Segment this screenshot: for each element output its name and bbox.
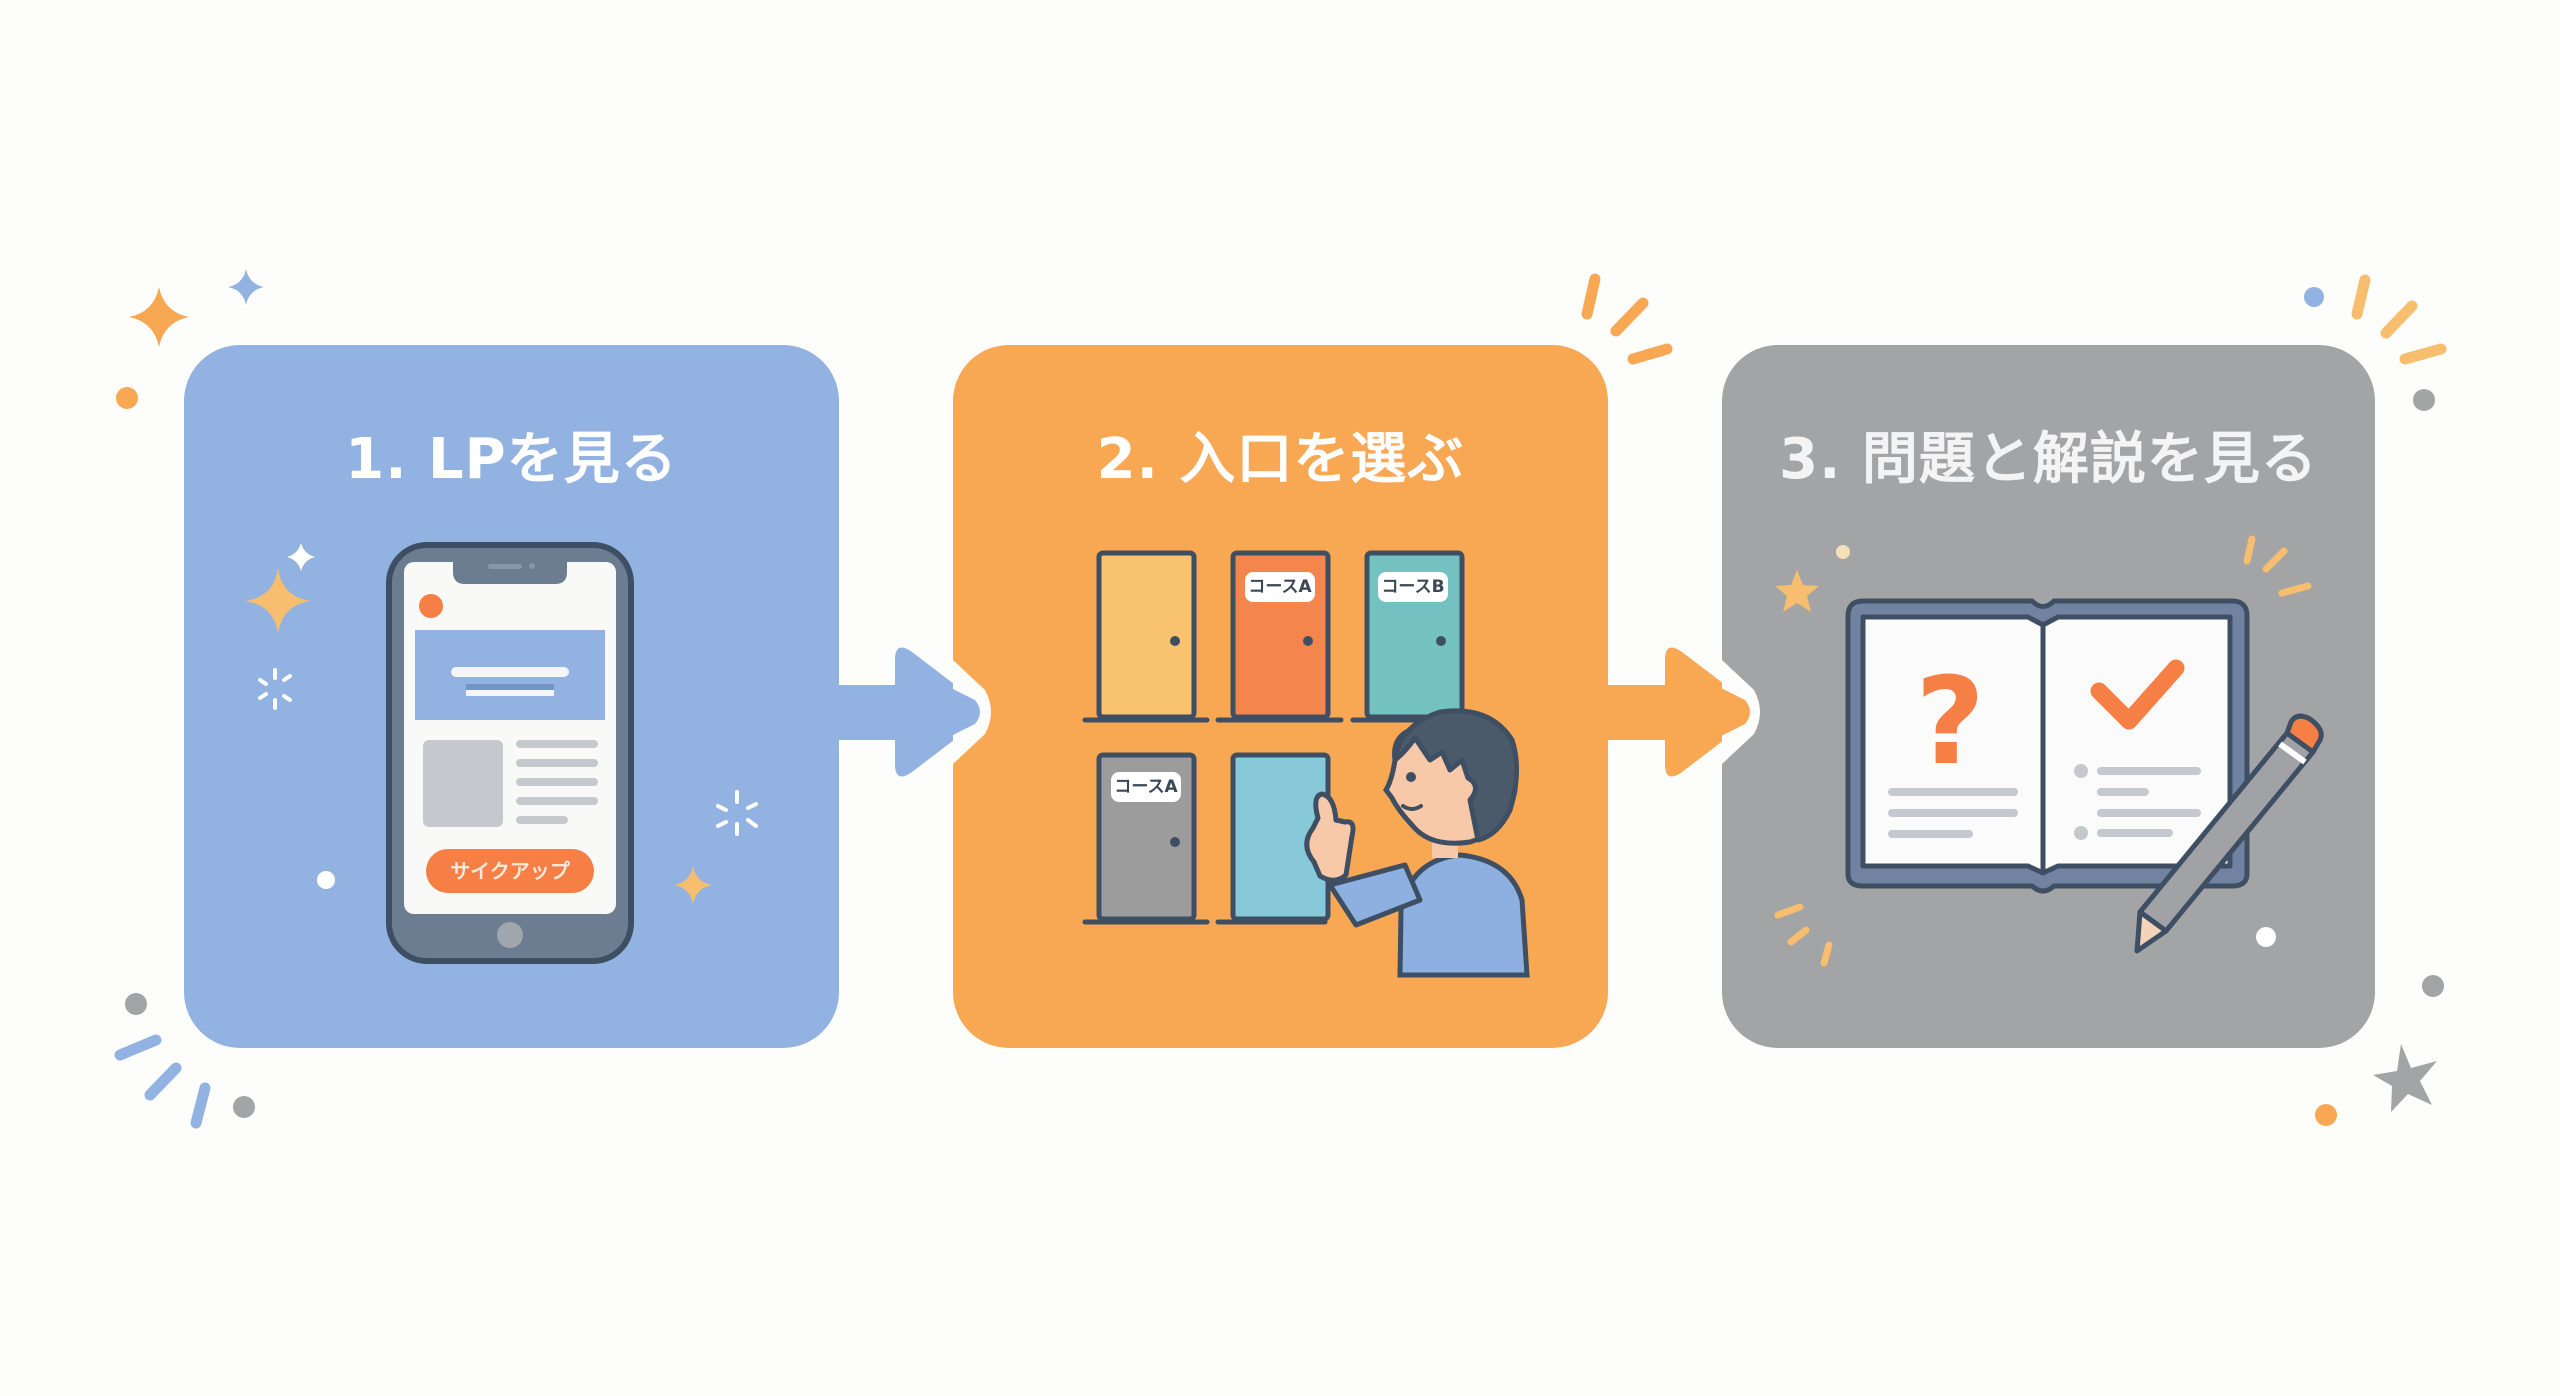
sparkle-icon: [129, 287, 189, 347]
panel-3-decorations: [1774, 535, 2312, 967]
door-label-course-b: コースB: [1378, 572, 1448, 602]
sparkle-icon: [228, 269, 264, 305]
door-label-course-a: コースA: [1245, 572, 1315, 602]
star-icon: [2373, 1044, 2437, 1112]
sparkle-icon: [287, 543, 315, 571]
signup-cta-button: サイクアップ: [426, 849, 594, 893]
dot-icon: [116, 387, 138, 409]
burst-lines-icon: [1774, 535, 2312, 967]
pencil-icon: [2134, 713, 2324, 954]
dot-icon: [2413, 389, 2435, 411]
dot-icon: [125, 993, 147, 1015]
checkmark-icon: [2090, 659, 2185, 730]
person-pointing-icon: [1304, 708, 1530, 978]
burst-lines-icon: [2351, 274, 2447, 365]
star-icon: [1775, 570, 1819, 612]
dot-icon: [233, 1096, 255, 1118]
dot-icon: [2315, 1104, 2337, 1126]
burst-icon: [258, 668, 292, 710]
sparkle-icon: [245, 568, 311, 634]
burst-lines-icon: [1581, 273, 1673, 365]
step-3-title: 3. 問題と解説を見る: [1779, 427, 2318, 492]
step-1-title: 1. LPを見る: [345, 427, 678, 492]
door-icon: [1096, 550, 1197, 720]
sparkle-icon: [674, 866, 712, 904]
dot-icon: [2304, 287, 2324, 307]
open-book-icon: ?: [1845, 598, 2250, 894]
dot-icon: [2422, 975, 2444, 997]
burst-lines-icon: [114, 1034, 211, 1129]
burst-icon: [716, 790, 758, 836]
smartphone-icon: [386, 542, 634, 964]
step-2-title: 2. 入口を選ぶ: [1096, 427, 1465, 492]
question-mark-icon: ?: [1915, 653, 1985, 792]
door-label-course-a-2: コースA: [1111, 772, 1181, 802]
